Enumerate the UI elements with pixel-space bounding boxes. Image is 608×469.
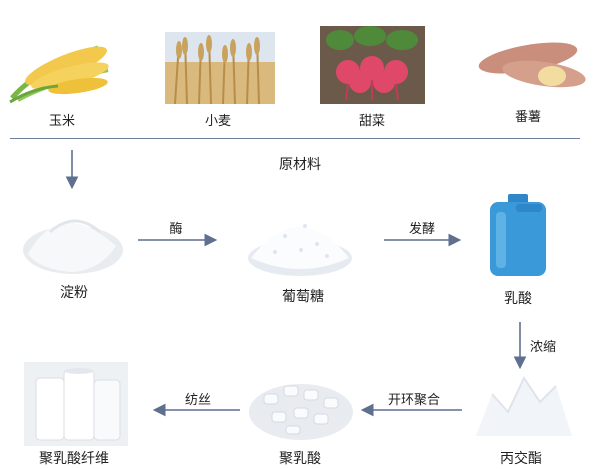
- step-enzyme: 酶: [169, 222, 183, 237]
- glucose-image: [245, 196, 355, 280]
- node-starch: 淀粉: [60, 285, 88, 301]
- node-lactic-acid: 乳酸: [504, 291, 532, 307]
- lactide-image: [472, 372, 576, 444]
- lactic-acid-image: [486, 192, 550, 280]
- pla-image: [246, 372, 356, 442]
- section-divider: [10, 138, 580, 139]
- node-pla: 聚乳酸: [279, 451, 321, 467]
- beet-image: [320, 26, 425, 104]
- node-glucose: 葡萄糖: [282, 289, 324, 305]
- node-lactide: 丙交酯: [500, 451, 542, 467]
- section-title: 原材料: [279, 157, 321, 173]
- step-ring-opening: 开环聚合: [387, 393, 441, 408]
- step-spinning: 纺丝: [184, 393, 212, 408]
- step-fermentation: 发酵: [408, 222, 436, 237]
- beet-label: 甜菜: [358, 114, 386, 129]
- sweet-potato-image: [470, 36, 588, 92]
- starch-image: [20, 192, 126, 278]
- corn-image: [8, 28, 118, 104]
- wheat-image: [165, 32, 275, 104]
- pla-fiber-image: [24, 362, 128, 446]
- wheat-label: 小麦: [204, 114, 232, 129]
- step-concentration: 浓缩: [530, 340, 557, 355]
- sweet-potato-label: 番薯: [514, 110, 542, 125]
- corn-label: 玉米: [48, 114, 76, 129]
- node-pla-fiber: 聚乳酸纤维: [39, 451, 109, 467]
